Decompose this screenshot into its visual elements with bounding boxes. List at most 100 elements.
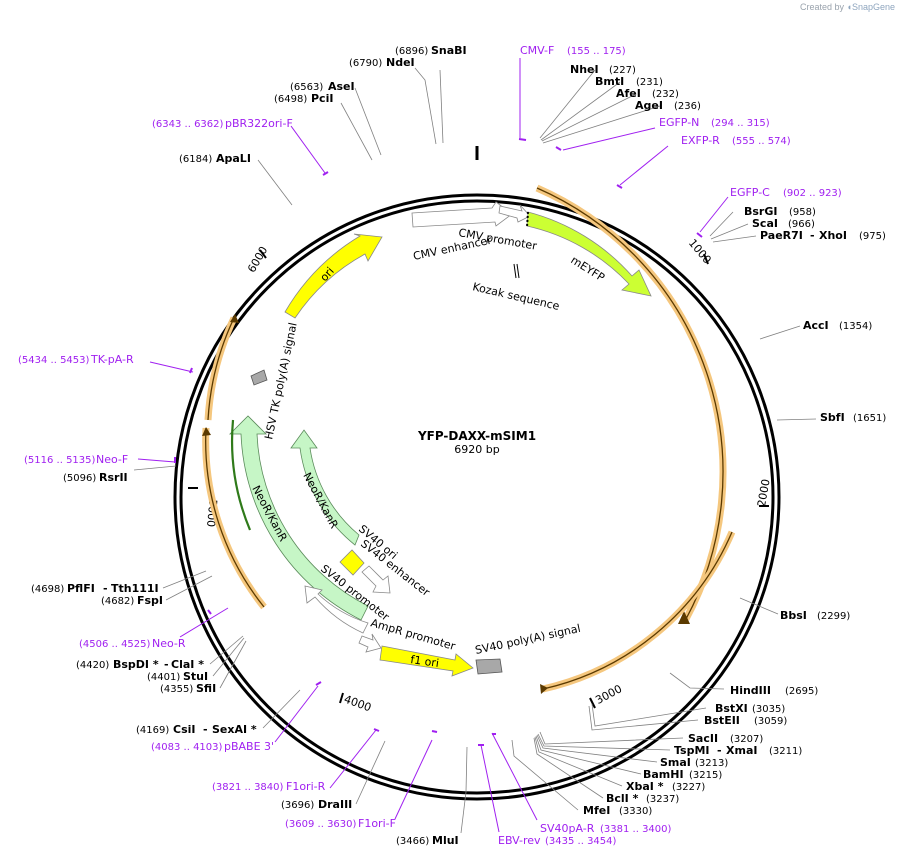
svg-text:SacII: SacII — [688, 732, 718, 745]
enzyme-smai: SmaI(3213) — [660, 756, 728, 769]
svg-text:(6184): (6184) — [179, 154, 212, 165]
svg-text:4000: 4000 — [342, 693, 373, 715]
svg-text:(555 .. 574): (555 .. 574) — [732, 136, 791, 147]
svg-text:(2299): (2299) — [817, 611, 850, 622]
enzyme-xbai: XbaI *(3227) — [626, 780, 705, 793]
tick-6000: 6000 — [245, 244, 270, 275]
svg-text:BamHI: BamHI — [643, 768, 684, 781]
plasmid-title: YFP-DAXX-mSIM1 — [417, 429, 536, 443]
svg-text:(1354): (1354) — [839, 321, 872, 332]
enzyme-bstxi: BstXI(3035) — [715, 702, 785, 715]
svg-text:(3696): (3696) — [281, 800, 314, 811]
enzyme-sacii: SacII (3207) — [688, 732, 763, 745]
svg-text:-: - — [810, 229, 815, 242]
svg-text:(3207): (3207) — [730, 734, 763, 745]
svg-text:DraIII: DraIII — [318, 798, 352, 811]
svg-text:FspI: FspI — [137, 594, 163, 607]
svg-text:(3215): (3215) — [689, 770, 722, 781]
svg-text:F1ori-R: F1ori-R — [286, 780, 326, 793]
enzyme-mfei: MfeI(3330) — [583, 804, 652, 817]
svg-text:(294 .. 315): (294 .. 315) — [711, 118, 770, 129]
svg-text:(1651): (1651) — [853, 413, 886, 424]
svg-text:CMV-F: CMV-F — [520, 44, 554, 57]
svg-text:(5116 .. 5135): (5116 .. 5135) — [24, 455, 96, 466]
svg-text:(231): (231) — [636, 77, 663, 88]
primer-exfp-r: EXFP-R(555 .. 574) — [681, 134, 791, 147]
svg-text:6000: 6000 — [245, 244, 270, 275]
orf-arc-bottom — [542, 530, 736, 693]
svg-text:(4083 .. 4103): (4083 .. 4103) — [151, 742, 223, 753]
primer-sv40pa-r: SV40pA-R (3381 .. 3400) — [540, 822, 672, 835]
svg-text:(232): (232) — [652, 89, 679, 100]
tick-3000: 3000 — [589, 682, 624, 709]
svg-text:(3381 .. 3400): (3381 .. 3400) — [600, 824, 672, 835]
svg-text:-: - — [203, 723, 208, 736]
svg-text:(227): (227) — [609, 65, 636, 76]
svg-text:(4698): (4698) — [31, 584, 64, 595]
svg-text:ClaI *: ClaI * — [171, 658, 204, 671]
svg-text:(2695): (2695) — [785, 686, 818, 697]
sv40-promoter-arrow — [304, 585, 369, 634]
svg-text:(6563): (6563) — [290, 82, 323, 93]
enzyme-acci: AccI (1354) — [803, 319, 872, 332]
primer-marks — [174, 138, 703, 746]
svg-text:Neo-F: Neo-F — [96, 453, 128, 466]
svg-text:ApaLI: ApaLI — [216, 152, 251, 165]
enzyme-pflfi-tth111i: (4698)PflFI-Tth111I — [31, 582, 159, 595]
sv40-polya-box — [475, 658, 503, 675]
svg-text:(6790): (6790) — [349, 58, 382, 69]
label-neo-2: NeoR/KanR — [300, 470, 340, 531]
svg-text:(6896): (6896) — [395, 46, 428, 57]
svg-text:(3227): (3227) — [672, 782, 705, 793]
enzyme-bcli: BclI *(3237) — [606, 792, 679, 805]
svg-text:(902 .. 923): (902 .. 923) — [783, 188, 842, 199]
svg-text:XmaI: XmaI — [726, 744, 757, 757]
tick-4000: 4000 — [339, 693, 373, 715]
svg-text:(3330): (3330) — [619, 806, 652, 817]
backbone-outer — [173, 193, 781, 801]
svg-text:PciI: PciI — [311, 92, 333, 105]
snapgene-logo-icon: ◖ — [846, 2, 852, 12]
label-f1ori: f1 ori — [410, 653, 440, 670]
enzyme-pcii: (6498)PciI — [274, 92, 333, 105]
backbone-inner — [179, 199, 775, 795]
primer-egfp-c: EGFP-C(902 .. 923) — [730, 186, 842, 199]
f1ori-arrow — [379, 645, 474, 677]
svg-text:HindIII: HindIII — [730, 684, 771, 697]
svg-text:NheI: NheI — [570, 63, 599, 76]
tick-2000: 2000 — [755, 478, 773, 508]
enzyme-hindiii: HindIII (2695) — [730, 684, 818, 697]
credit-brand: SnapGene — [851, 2, 895, 12]
svg-text:SnaBI: SnaBI — [431, 44, 467, 57]
enzyme-stui: (4401)StuI — [147, 670, 208, 683]
svg-text:AccI: AccI — [803, 319, 829, 332]
enzyme-paer7i-xhoi: PaeR7I-XhoI(975) — [760, 229, 886, 242]
primer-egfp-n: EGFP-N(294 .. 315) — [659, 116, 770, 129]
svg-text:SV40pA-R: SV40pA-R — [540, 822, 595, 835]
svg-text:(236): (236) — [674, 101, 701, 112]
svg-text:Neo-R: Neo-R — [152, 637, 186, 650]
svg-text:(4682): (4682) — [101, 596, 134, 607]
svg-text:(4169): (4169) — [136, 725, 169, 736]
svg-text:(4420): (4420) — [76, 660, 109, 671]
enzyme-bspdi-clai: (4420)BspDI *-ClaI * — [76, 658, 204, 671]
neo-arrow-2 — [290, 429, 360, 546]
svg-text:pBABE 3': pBABE 3' — [224, 740, 274, 753]
orf-arc-right-core — [536, 187, 724, 620]
svg-text:SmaI: SmaI — [660, 756, 691, 769]
meyfp-arrow — [526, 211, 652, 297]
enzyme-ndei: (6790)NdeI — [349, 56, 415, 69]
svg-text:BmtI: BmtI — [595, 75, 624, 88]
credit-prefix: Created by — [799, 2, 844, 12]
enzyme-afei: AfeI(232) — [616, 87, 679, 100]
svg-text:(5096): (5096) — [63, 473, 96, 484]
svg-text:(155 .. 175): (155 .. 175) — [567, 46, 626, 57]
primer-neo-f: (5116 .. 5135)Neo-F — [24, 453, 128, 466]
enzyme-draiii: (3696) DraIII — [281, 798, 352, 811]
svg-text:TK-pA-R: TK-pA-R — [90, 353, 134, 366]
snapgene-credit: Created by ◖SnapGene — [800, 2, 895, 12]
svg-text:(3466): (3466) — [396, 836, 429, 847]
svg-text:TspMI: TspMI — [674, 744, 710, 757]
svg-text:StuI: StuI — [183, 670, 208, 683]
